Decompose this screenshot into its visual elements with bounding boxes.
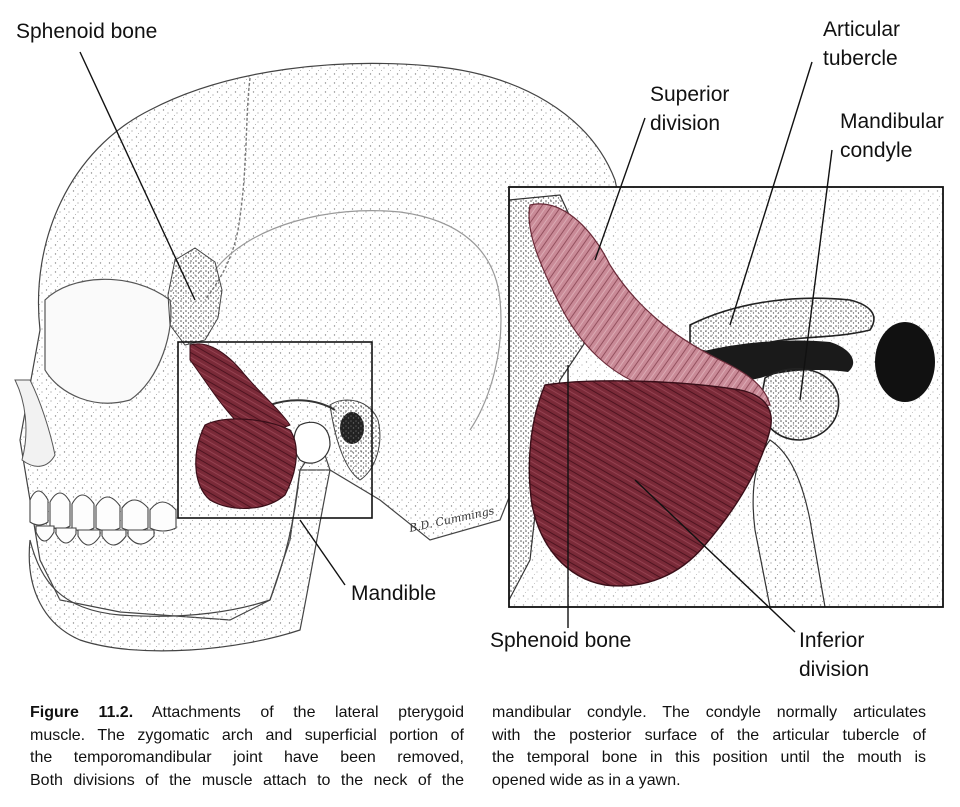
caption-text: Attachments of the lateral pterygoid <box>151 704 464 721</box>
label-articular-tubercle-line2: tubercle <box>823 47 898 70</box>
label-mandibular-condyle-line1: Mandibular <box>840 110 944 133</box>
label-superior-division-line2: division <box>650 112 721 135</box>
leader-mandibular <box>799 149 833 401</box>
articular-eminence-left <box>269 399 336 411</box>
mastoid-region <box>329 399 381 481</box>
caption-line: the temporomandibular joint have been re… <box>30 749 464 766</box>
leader-mandible <box>299 519 346 586</box>
leader-inferior <box>634 479 796 633</box>
caption-line: muscle. The zygomatic arch and superfici… <box>30 726 464 744</box>
label-sphenoid-bone-bottom: Sphenoid bone <box>490 629 632 652</box>
mandibular-condyle-inset <box>759 367 840 441</box>
leader-sphenoid-top <box>79 51 196 301</box>
figure-label: Figure 11.2. <box>30 704 134 721</box>
leader-superior <box>594 117 646 261</box>
auditory-canal-inset <box>875 322 935 402</box>
inferior-division-inset <box>528 380 772 587</box>
caption-left-column: Figure 11.2. Attachments of the lateral … <box>30 702 464 792</box>
caption-line: opened wide as in a yawn. <box>492 771 681 789</box>
superior-division-inset <box>528 203 771 407</box>
caption-line: the temporal bone in this position until… <box>492 749 926 766</box>
inset-box-small <box>177 341 373 519</box>
inferior-division-left <box>195 418 297 509</box>
label-mandibular-condyle-line2: condyle <box>840 139 913 162</box>
superior-division-left <box>189 343 291 431</box>
upper-teeth <box>29 490 177 532</box>
orbit <box>44 278 172 404</box>
leader-lines <box>79 51 833 633</box>
label-mandible: Mandible <box>351 582 437 605</box>
caption-right-column: mandibular condyle. The condyle normally… <box>492 702 926 792</box>
temporal-fossa <box>214 210 502 431</box>
label-inferior-division-line2: division <box>799 658 870 681</box>
label-sphenoid-bone-top: Sphenoid bone <box>16 20 158 43</box>
caption-line: mandibular condyle. The condyle normally… <box>492 704 926 721</box>
mandible-bone <box>28 438 331 652</box>
leader-articular <box>729 61 813 326</box>
nasal-cavity <box>14 379 56 467</box>
label-inferior-division-line1: Inferior <box>799 629 865 652</box>
caption-line: Figure 11.2. Attachments of the lateral … <box>30 702 464 725</box>
inset-box-large <box>508 186 944 608</box>
label-superior-division-line1: Superior <box>650 83 730 106</box>
label-articular-tubercle-line1: Articular <box>823 18 901 41</box>
caption-line: Both divisions of the muscle attach to t… <box>30 771 464 789</box>
anatomy-illustration: B.D. Cummings <box>14 51 944 652</box>
inset-enlarged <box>508 186 944 608</box>
condyle-left <box>293 421 331 464</box>
lower-teeth <box>35 525 155 546</box>
caption-line: with the posterior surface of the articu… <box>492 726 926 744</box>
